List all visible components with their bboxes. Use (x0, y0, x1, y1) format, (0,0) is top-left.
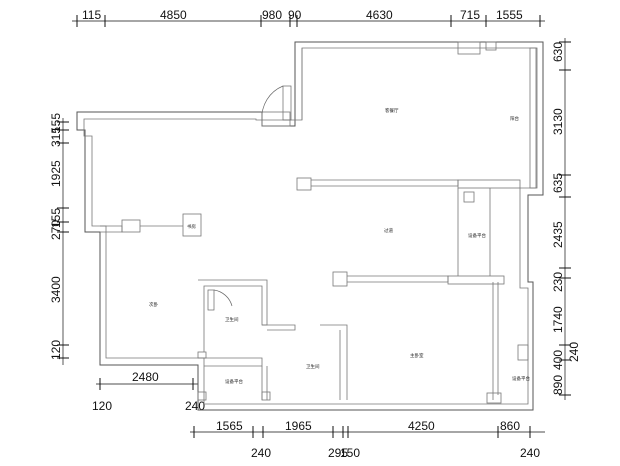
left-dim-5: 270 (49, 220, 63, 240)
bottom-dim-120: 120 (92, 399, 112, 413)
room-label-utility-right: 设备平台 (512, 375, 530, 382)
right-dim-6: 1740 (551, 306, 565, 333)
top-dim-5: 4630 (366, 8, 393, 22)
room-label-utility-left: 设备平台 (225, 378, 243, 385)
room-label-master-bedroom: 主卧室 (410, 352, 424, 359)
top-dim-7: 1555 (496, 8, 523, 22)
room-label-bedroom: 次卧 (149, 301, 158, 308)
bottom-dim-1565: 1565 (216, 419, 243, 433)
top-dim-2: 4850 (160, 8, 187, 22)
room-label-bathroom-2: 卫生间 (306, 363, 320, 370)
top-dim-3: 980 (262, 8, 282, 22)
bathroom-door (207, 289, 233, 311)
top-dim-6: 715 (460, 8, 480, 22)
left-dim-2: 315 (49, 127, 63, 147)
top-dimension-chain: 115 4850 980 90 4630 715 1555 (72, 8, 545, 27)
room-label-living-dining: 客餐厅 (385, 107, 399, 114)
right-dim-5: 230 (551, 272, 565, 292)
left-dim-1: 155 (49, 113, 63, 133)
bottom-dim-240-b: 240 (251, 446, 271, 460)
right-dim-8: 890 (551, 375, 565, 395)
right-dim-3: 635 (551, 173, 565, 193)
bottom-dim-295: 295 (328, 446, 348, 460)
room-label-bathroom-1: 卫生间 (225, 316, 239, 323)
room-label-balcony: 阳台 (510, 115, 519, 122)
right-dim-1: 630 (551, 42, 565, 62)
bottom-dim-2480: 2480 (132, 370, 159, 384)
right-dimension-chain: 630 3130 635 2435 230 1740 400 890 240 (551, 38, 581, 400)
room-label-study: 书房 (187, 223, 196, 230)
bottom-dim-860: 860 (500, 419, 520, 433)
left-dim-3: 1925 (49, 160, 63, 187)
interior-walls (100, 48, 529, 404)
bottom-dimension-chain-1: 2480 120 240 (92, 370, 205, 413)
room-label-corridor: 过道 (384, 227, 393, 234)
left-dim-7: 120 (49, 340, 63, 360)
room-label-utility-platform: 设备平台 (468, 232, 486, 239)
left-dimension-chain: 155 315 1925 155 270 3400 120 (49, 113, 69, 365)
bottom-dimension-chain-2: 1565 1965 4250 860 240 295 150 240 (190, 419, 545, 460)
left-dim-4: 155 (49, 208, 63, 228)
top-dim-1: 115 (82, 8, 101, 22)
right-dim-9: 240 (567, 342, 581, 362)
room-labels: 客餐厅 阳台 过道 书房 次卧 卫生间 卫生间 设备平台 主卧室 设备平台 设备… (149, 107, 530, 385)
bottom-dim-1965: 1965 (285, 419, 312, 433)
left-dim-6: 3400 (49, 276, 63, 303)
bottom-dim-150: 150 (340, 446, 360, 460)
balcony-walls (457, 41, 537, 189)
bottom-dim-240-c: 240 (520, 446, 540, 460)
top-dim-4: 90 (288, 8, 302, 22)
entry-door (261, 85, 292, 127)
bottom-dim-4250: 4250 (408, 419, 435, 433)
right-dim-2: 3130 (551, 108, 565, 135)
right-dim-7: 400 (551, 350, 565, 370)
right-dim-4: 2435 (551, 221, 565, 248)
bottom-dim-240-a: 240 (185, 399, 205, 413)
